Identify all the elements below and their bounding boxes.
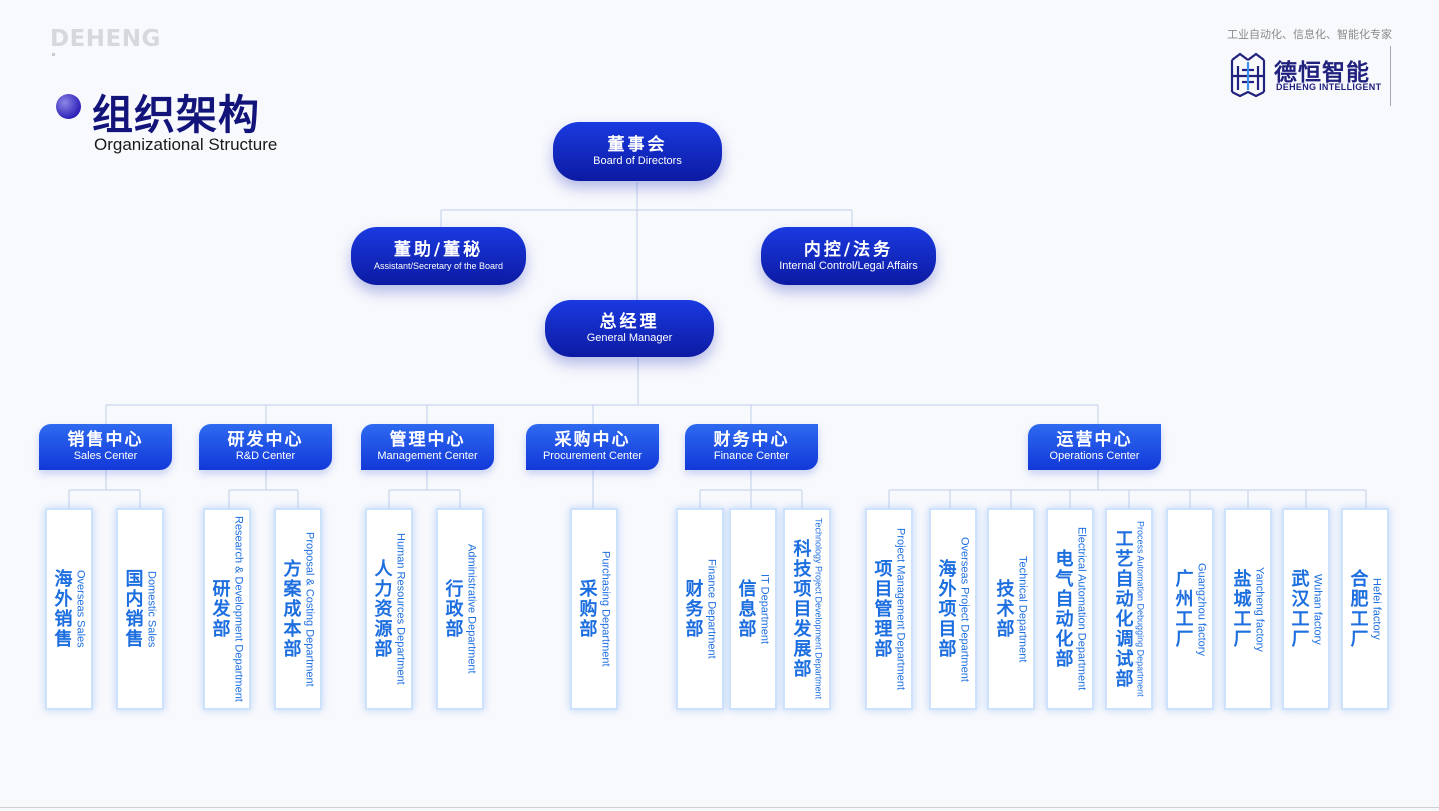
center-operations: 运营中心 Operations Center <box>1028 424 1161 470</box>
brand-name-en: DEHENG INTELLIGENT <box>1276 82 1382 92</box>
dept-label-cn: 武汉工厂 <box>1288 569 1310 649</box>
dept-overseas-sales: 海外销售 Overseas Sales <box>45 508 93 710</box>
general-manager-node: 总经理 General Manager <box>545 300 714 357</box>
dept-purchasing: 采购部 Purchasing Department <box>570 508 618 710</box>
dept-label-cn: 海外项目部 <box>935 559 957 659</box>
bottom-divider <box>0 807 1439 808</box>
dept-label-cn: 技术部 <box>993 579 1015 639</box>
dept-label-cn: 采购部 <box>576 579 598 639</box>
center-label-cn: 采购中心 <box>554 430 631 450</box>
dept-label-en: Electrical Automation Department <box>1075 527 1088 691</box>
center-management: 管理中心 Management Center <box>361 424 494 470</box>
dept-label-en: Research & Development Department <box>232 516 245 702</box>
dept-label-en: Technology Project Development Departmen… <box>813 518 824 700</box>
dept-research-development: 研发部 Research & Development Department <box>203 508 251 710</box>
dept-wuhan-factory: 武汉工厂 Wuhan factory <box>1282 508 1330 710</box>
dept-label-en: Process Automation Debugging Department <box>1135 521 1146 697</box>
center-label-cn: 财务中心 <box>713 430 790 450</box>
dept-label-cn: 电气自动化部 <box>1052 549 1074 669</box>
dept-label-en: Purchasing Department <box>599 551 612 667</box>
dept-label-en: Overseas Sales <box>74 570 87 648</box>
assistant-secretary-node: 董助/董秘 Assistant/Secretary of the Board <box>351 227 526 285</box>
node-label-en: General Manager <box>586 332 673 344</box>
dept-label-cn: 信息部 <box>735 579 757 639</box>
brand-divider <box>1390 46 1391 106</box>
dept-label-cn: 国内销售 <box>122 569 144 649</box>
dept-label-en: Hefei factory <box>1370 578 1383 640</box>
center-label-en: Finance Center <box>713 450 790 462</box>
node-label-cn: 总经理 <box>599 312 660 332</box>
center-procurement: 采购中心 Procurement Center <box>526 424 659 470</box>
dept-label-en: Yancheng factory <box>1253 566 1266 652</box>
center-label-cn: 研发中心 <box>227 430 304 450</box>
dept-label-cn: 广州工厂 <box>1172 569 1194 649</box>
dept-label-cn: 方案成本部 <box>280 559 302 659</box>
center-sales: 销售中心 Sales Center <box>39 424 172 470</box>
dept-label-cn: 合肥工厂 <box>1347 569 1369 649</box>
dept-finance: 财务部 Finance Department <box>676 508 724 710</box>
dept-label-cn: 盐城工厂 <box>1230 569 1252 649</box>
node-label-en: Board of Directors <box>593 155 682 167</box>
node-label-cn: 董事会 <box>607 135 668 155</box>
dept-overseas-project: 海外项目部 Overseas Project Department <box>929 508 977 710</box>
dept-label-cn: 科技项目发展部 <box>790 539 812 679</box>
dept-label-en: Guangzhou factory <box>1195 562 1208 656</box>
brand-tagline: 工业自动化、信息化、智能化专家 <box>1227 29 1392 41</box>
dept-label-cn: 财务部 <box>682 579 704 639</box>
dept-technology-project-development: 科技项目发展部 Technology Project Development D… <box>783 508 831 710</box>
brand-logo-icon <box>1230 52 1266 98</box>
dept-label-cn: 项目管理部 <box>871 559 893 659</box>
dept-process-automation-debugging: 工艺自动化调试部 Process Automation Debugging De… <box>1105 508 1153 710</box>
center-label-en: Procurement Center <box>542 450 643 462</box>
dept-label-en: Overseas Project Department <box>958 536 971 682</box>
watermark-dot <box>52 53 55 56</box>
dept-electrical-automation: 电气自动化部 Electrical Automation Department <box>1046 508 1094 710</box>
center-finance: 财务中心 Finance Center <box>685 424 818 470</box>
dept-label-cn: 工艺自动化调试部 <box>1112 529 1134 689</box>
dept-domestic-sales: 国内销售 Domestic Sales <box>116 508 164 710</box>
center-label-cn: 运营中心 <box>1056 430 1133 450</box>
node-label-cn: 内控/法务 <box>803 239 894 260</box>
center-label-cn: 管理中心 <box>389 430 466 450</box>
node-label-en: Assistant/Secretary of the Board <box>373 260 504 271</box>
dept-label-en: Technical Department <box>1016 555 1029 663</box>
dept-yancheng-factory: 盐城工厂 Yancheng factory <box>1224 508 1272 710</box>
board-of-directors-node: 董事会 Board of Directors <box>553 122 722 181</box>
dept-label-en: IT Department <box>758 573 771 645</box>
center-label-en: R&D Center <box>235 450 296 462</box>
dept-label-en: Human Resources Department <box>394 533 407 685</box>
node-label-cn: 董助/董秘 <box>393 239 484 260</box>
dept-label-cn: 行政部 <box>442 579 464 639</box>
dept-proposal-costing: 方案成本部 Proposal & Costing Department <box>274 508 322 710</box>
brand-name: 德恒智能 <box>1274 60 1370 86</box>
title-bullet-icon <box>56 94 81 119</box>
watermark-logo: DEHENG <box>50 26 161 52</box>
center-label-en: Operations Center <box>1049 450 1140 462</box>
center-label-cn: 销售中心 <box>67 430 144 450</box>
dept-label-en: Finance Department <box>705 559 718 659</box>
dept-human-resources: 人力资源部 Human Resources Department <box>365 508 413 710</box>
internal-control-node: 内控/法务 Internal Control/Legal Affairs <box>761 227 936 285</box>
dept-label-en: Proposal & Costing Department <box>303 531 316 687</box>
dept-label-en: Project Management Department <box>894 527 907 691</box>
dept-label-cn: 人力资源部 <box>371 559 393 659</box>
center-rd: 研发中心 R&D Center <box>199 424 332 470</box>
dept-technical: 技术部 Technical Department <box>987 508 1035 710</box>
node-label-en: Internal Control/Legal Affairs <box>779 259 918 272</box>
page-title: 组织架构 <box>92 91 260 139</box>
dept-administrative: 行政部 Administrative Department <box>436 508 484 710</box>
dept-label-cn: 海外销售 <box>51 569 73 649</box>
dept-hefei-factory: 合肥工厂 Hefei factory <box>1341 508 1389 710</box>
center-label-en: Management Center <box>377 450 478 462</box>
dept-label-en: Wuhan factory <box>1311 573 1324 645</box>
dept-guangzhou-factory: 广州工厂 Guangzhou factory <box>1166 508 1214 710</box>
dept-label-cn: 研发部 <box>209 579 231 639</box>
page-subtitle: Organizational Structure <box>94 135 278 154</box>
dept-project-management: 项目管理部 Project Management Department <box>865 508 913 710</box>
dept-label-en: Domestic Sales <box>145 570 158 648</box>
dept-it: 信息部 IT Department <box>729 508 777 710</box>
center-label-en: Sales Center <box>73 450 138 462</box>
dept-label-en: Administrative Department <box>465 544 478 674</box>
